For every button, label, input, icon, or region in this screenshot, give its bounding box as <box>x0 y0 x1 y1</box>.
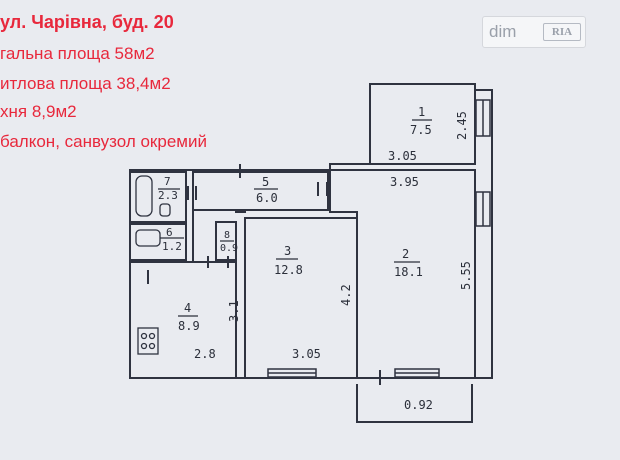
room-2-number: 2 <box>402 247 409 261</box>
room-1-area: 7.5 <box>410 123 432 137</box>
dimension-3-05-top: 3.05 <box>388 149 417 163</box>
dimension-5-55: 5.55 <box>459 261 473 290</box>
dimension-3-1: 3.1 <box>227 300 241 322</box>
room-7-area: 2.3 <box>158 189 178 202</box>
dimension-2-45: 2.45 <box>455 111 469 140</box>
stove-icon <box>137 327 159 355</box>
room-2-outline <box>329 169 476 379</box>
room-5-area: 6.0 <box>256 191 278 205</box>
room-7-number: 7 <box>164 175 171 188</box>
dimria-watermark: dim RIA <box>482 16 586 48</box>
room-3-area: 12.8 <box>274 263 303 277</box>
toilet-icon <box>159 203 171 217</box>
room-3-number: 3 <box>284 244 291 258</box>
dimension-4-2: 4.2 <box>339 284 353 306</box>
dimension-3-05-bottom: 3.05 <box>292 347 321 361</box>
room-1-number: 1 <box>418 105 425 119</box>
watermark-text: dim <box>489 22 517 41</box>
room-4-outline <box>129 261 237 379</box>
room-8-area: 0.9 <box>220 243 238 254</box>
balcony-outline <box>356 384 473 423</box>
room-8-outline <box>215 221 237 261</box>
room-2-area: 18.1 <box>394 265 423 279</box>
room-6-outline <box>129 223 187 261</box>
room-7-outline <box>129 171 187 223</box>
watermark-badge: RIA <box>543 23 581 41</box>
total-area-line: гальна площа 58м2 <box>0 44 155 63</box>
kitchen-area-line: хня 8,9м2 <box>0 102 77 121</box>
room-6-area: 1.2 <box>162 240 182 253</box>
bathtub-icon <box>135 175 153 217</box>
address-line: ул. Чарівна, буд. 20 <box>0 12 174 32</box>
room-4-number: 4 <box>184 301 191 315</box>
living-area-line: итлова площа 38,4м2 <box>0 74 171 93</box>
dimension-0-92: 0.92 <box>404 398 433 412</box>
room-6-number: 6 <box>166 226 173 239</box>
room-8-number: 8 <box>224 230 230 241</box>
dimension-2-8: 2.8 <box>194 347 216 361</box>
dimension-3-95: 3.95 <box>390 175 419 189</box>
room-4-area: 8.9 <box>178 319 200 333</box>
features-line: балкон, санвузол окремий <box>0 132 207 151</box>
room-5-number: 5 <box>262 175 269 189</box>
